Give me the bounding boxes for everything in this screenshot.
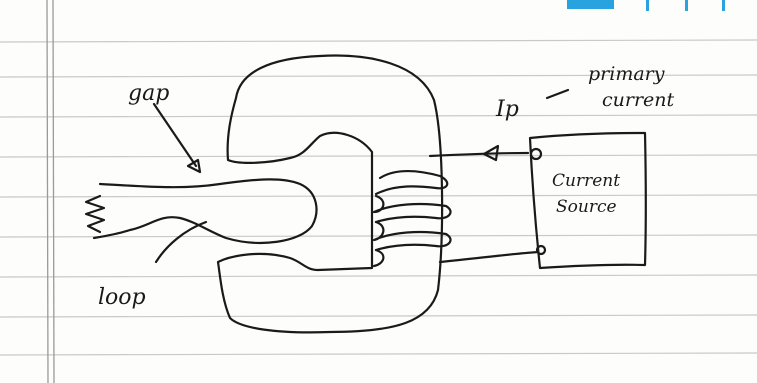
notebook-tabs [567, 0, 725, 11]
upper-terminal [531, 149, 541, 159]
winding-coil [374, 171, 451, 266]
source-label-line1: Current [552, 171, 620, 191]
gap-label: gap [128, 81, 169, 106]
loop-end-zigzag [86, 196, 104, 232]
source-label-line2: Source [556, 197, 617, 217]
loop-pointer-curve [156, 222, 206, 262]
magnetic-core [218, 56, 442, 333]
primary-label-line2: current [602, 89, 675, 111]
gap-arrow-head [188, 160, 200, 172]
primary-label-line1: primary [588, 63, 665, 85]
loop-conductor [94, 179, 316, 243]
primary-pointer-tick [547, 90, 568, 98]
margin-line [47, 0, 54, 383]
ip-label: Ip [495, 97, 519, 122]
loop-label: loop [98, 285, 146, 310]
lower-lead-wire [440, 252, 538, 262]
